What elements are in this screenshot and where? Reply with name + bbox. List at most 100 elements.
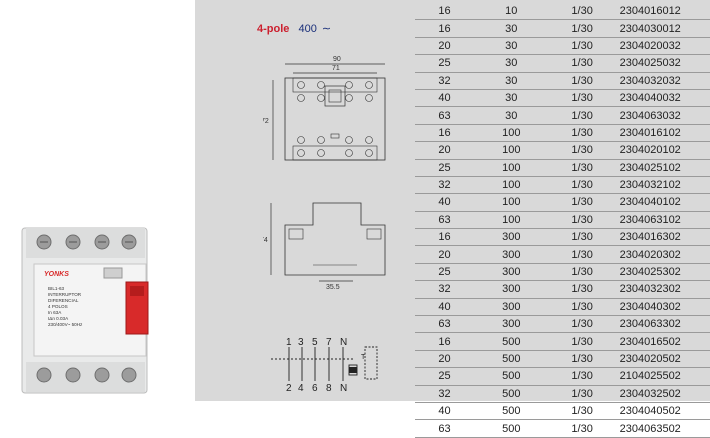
residual-current-cell: 500 xyxy=(473,350,549,369)
poles-cell: 1/30 xyxy=(548,350,616,369)
poles-cell: 1/30 xyxy=(548,280,616,299)
wiring-diagram: 1 3 5 7 N 2 4 6 8 N T xyxy=(271,337,378,394)
article-number-cell: 2304063032 xyxy=(615,106,710,125)
residual-current-cell: 300 xyxy=(473,228,549,247)
dimension-rail: 35.5 xyxy=(326,284,340,291)
poles-cell: 1/30 xyxy=(548,124,616,143)
article-number-cell: 2304040102 xyxy=(615,193,710,212)
residual-current-cell: 100 xyxy=(473,159,549,177)
rated-current-cell: 32 xyxy=(415,280,474,299)
residual-current-cell: 300 xyxy=(473,298,549,317)
article-number-cell: 2304016102 xyxy=(615,124,710,143)
rated-current-cell: 32 xyxy=(415,385,474,403)
rated-current-cell: 32 xyxy=(415,176,474,195)
article-number-cell: 2304032102 xyxy=(615,176,710,195)
article-number-cell: 2304032302 xyxy=(615,280,710,299)
residual-current-cell: 500 xyxy=(473,419,549,438)
article-number-cell: 2304040032 xyxy=(615,89,710,108)
dimension-width-outer: 90 xyxy=(333,56,341,63)
rated-current-cell: 63 xyxy=(415,106,474,125)
voltage-label: 400 xyxy=(298,23,317,35)
label-line: DIFERENCIAL xyxy=(48,298,79,303)
residual-current-cell: 100 xyxy=(473,176,549,195)
device-label: BIL1-63 INTERRUPTOR DIFERENCIAL 4 POLOS … xyxy=(48,286,82,328)
residual-current-cell: 300 xyxy=(473,280,549,299)
article-number-cell: 2304016012 xyxy=(615,3,710,21)
article-number-cell: 2304040502 xyxy=(615,402,710,421)
top-terminal-label: 7 xyxy=(326,337,332,348)
top-terminal-label: 1 xyxy=(286,337,292,348)
residual-current-cell: 100 xyxy=(473,193,549,212)
rated-current-cell: 16 xyxy=(415,228,474,247)
poles-cell: 1/30 xyxy=(548,245,616,264)
product-photo-panel: YONKS BIL1-63 INTERRUPTOR DIFERENCIAL 4 … xyxy=(0,0,195,401)
poles-cell: 1/30 xyxy=(548,298,616,317)
label-line: 230/400V~ 50Hz xyxy=(48,322,83,327)
article-number-cell: 2304020032 xyxy=(615,37,710,56)
residual-current-cell: 300 xyxy=(473,263,549,282)
bottom-terminal-label: 2 xyxy=(286,383,292,394)
rated-current-cell: 63 xyxy=(415,419,474,438)
rated-current-cell: 20 xyxy=(415,141,474,160)
rated-current-cell: 40 xyxy=(415,402,474,421)
poles-cell: 1/30 xyxy=(548,193,616,212)
residual-current-cell: 30 xyxy=(473,106,549,125)
article-number-cell: 2304030012 xyxy=(615,19,710,38)
rcd-device-image xyxy=(21,227,149,394)
poles-cell: 1/30 xyxy=(548,89,616,108)
rated-current-cell: 40 xyxy=(415,89,474,108)
residual-current-cell: 100 xyxy=(473,141,549,160)
residual-current-cell: 30 xyxy=(473,54,549,73)
article-number-cell: 2304063102 xyxy=(615,211,710,230)
residual-current-cell: 100 xyxy=(473,124,549,143)
brand-logo: YONKS xyxy=(44,271,69,278)
label-line: 4 POLOS xyxy=(48,304,68,309)
rated-current-cell: 40 xyxy=(415,193,474,212)
residual-current-cell: 500 xyxy=(473,385,549,403)
residual-current-cell: 500 xyxy=(473,367,549,386)
ac-wave-icon: ∼ xyxy=(321,23,332,35)
article-number-cell: 2304063502 xyxy=(615,419,710,438)
rated-current-cell: 25 xyxy=(415,367,474,386)
test-label: T xyxy=(361,354,366,361)
bottom-terminal-label: N xyxy=(340,383,347,394)
poles-cell: 1/30 xyxy=(548,159,616,177)
rated-current-cell: 16 xyxy=(415,19,474,38)
poles-cell: 1/30 xyxy=(548,19,616,38)
label-line: INTERRUPTOR xyxy=(48,292,82,297)
front-view-drawing: 90 71 72 xyxy=(263,56,386,161)
dimension-depth: 74 xyxy=(263,237,268,244)
pole-label: 4-pole xyxy=(257,23,290,35)
poles-cell: 1/30 xyxy=(548,228,616,247)
residual-current-cell: 500 xyxy=(473,332,549,351)
rated-current-cell: 25 xyxy=(415,159,474,177)
top-terminal-label: N xyxy=(340,337,347,348)
article-number-cell: 2304032032 xyxy=(615,72,710,90)
article-number-cell: 2104025502 xyxy=(615,367,710,386)
bottom-terminal-label: 4 xyxy=(298,383,304,394)
residual-current-cell: 30 xyxy=(473,37,549,56)
article-number-cell: 2304020502 xyxy=(615,350,710,369)
poles-cell: 1/30 xyxy=(548,263,616,282)
residual-current-cell: 10 xyxy=(473,3,549,21)
poles-cell: 1/30 xyxy=(548,332,616,351)
rated-current-cell: 63 xyxy=(415,211,474,230)
article-number-cell: 2304016502 xyxy=(615,332,710,351)
poles-cell: 1/30 xyxy=(548,72,616,90)
